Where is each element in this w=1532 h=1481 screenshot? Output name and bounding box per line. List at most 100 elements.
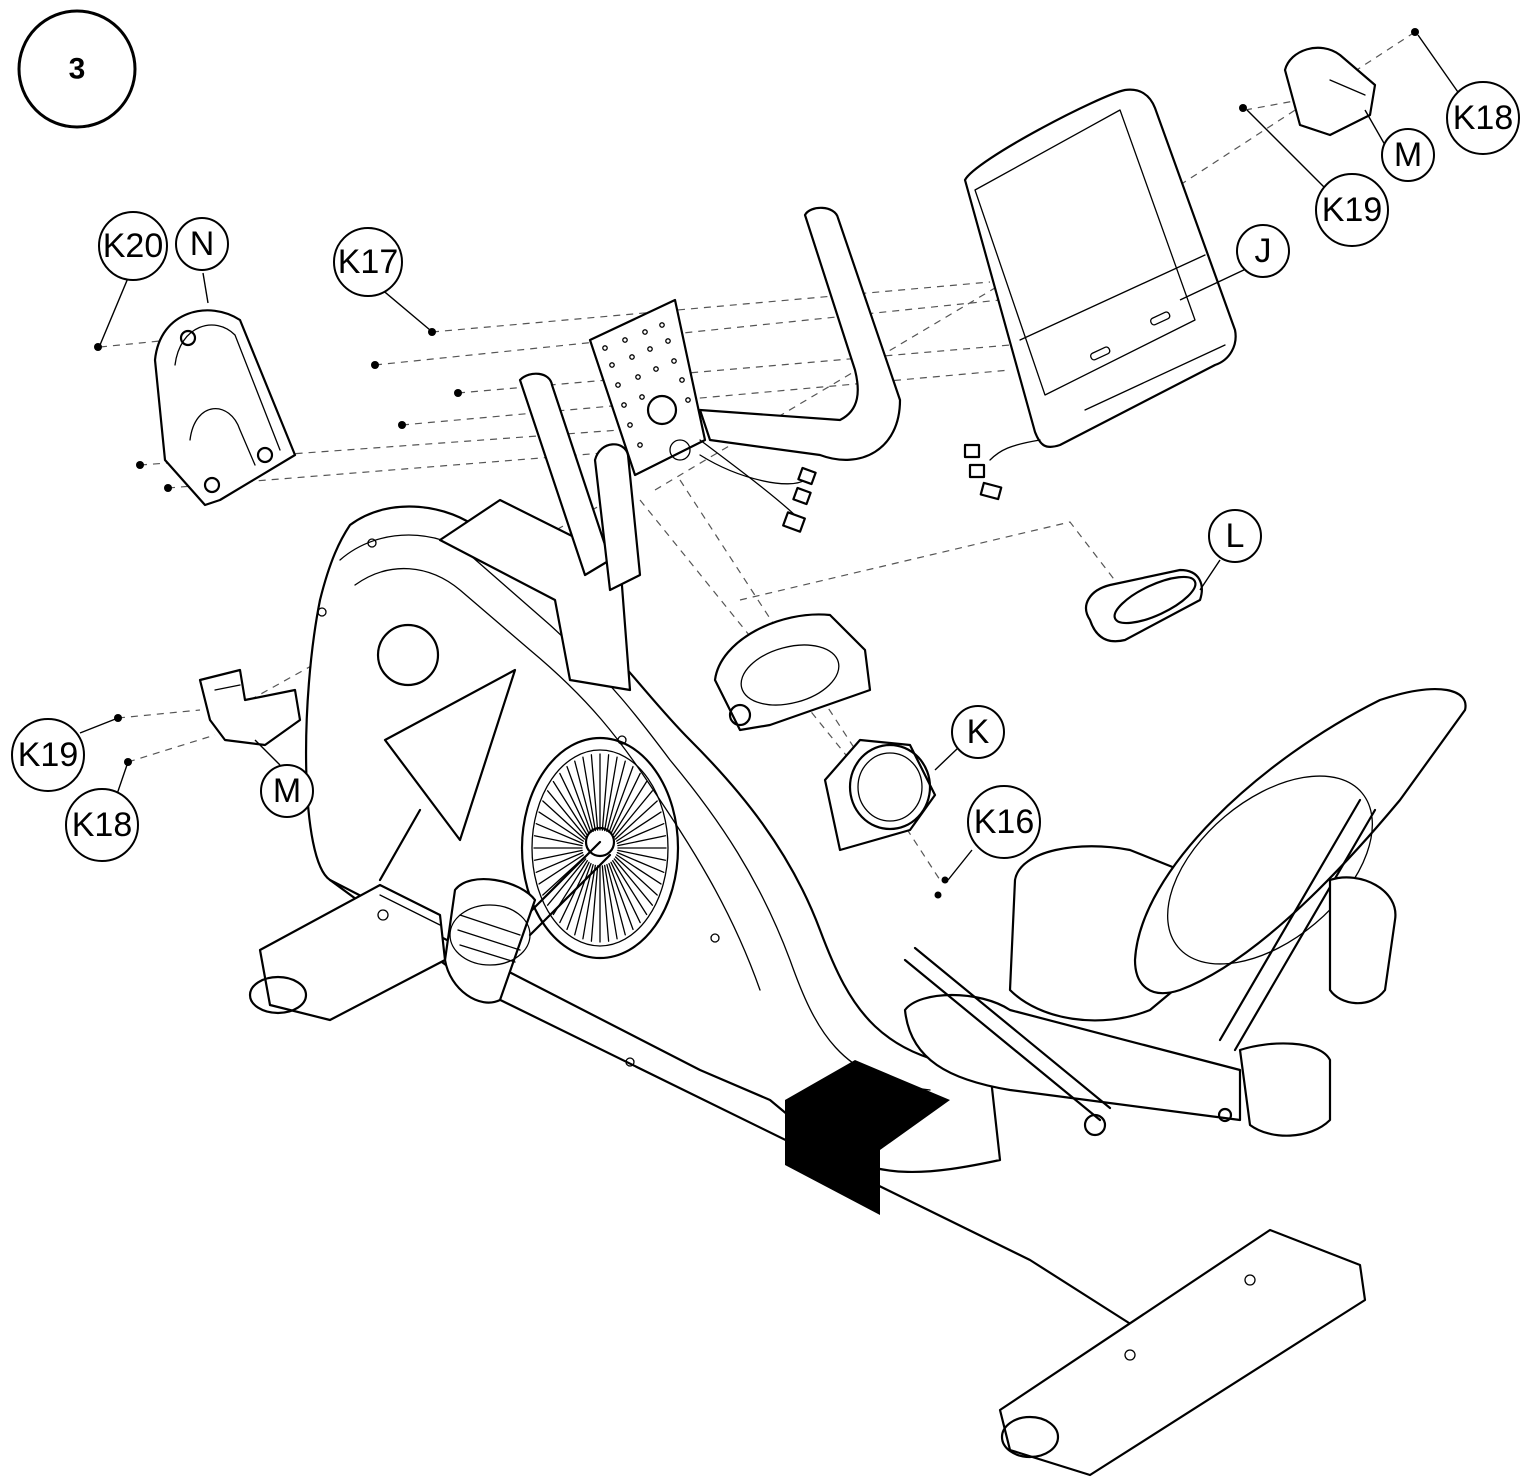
callout-k18-left-label: K18 xyxy=(72,806,133,844)
flywheel-spoke xyxy=(546,790,587,838)
flywheel-spoke xyxy=(566,765,592,834)
flywheel-spoke xyxy=(535,823,584,844)
plate-hole xyxy=(679,377,685,383)
flywheel-spoke xyxy=(582,756,596,832)
flywheel-spoke xyxy=(601,754,610,831)
flywheel-spoke xyxy=(616,823,665,844)
pedal-right xyxy=(713,613,872,732)
flywheel-spoke xyxy=(608,862,634,931)
flywheel-spoke xyxy=(615,811,662,842)
callout-m-left: M xyxy=(260,764,314,818)
callout-m-top: M xyxy=(1381,128,1435,182)
flywheel-spoke xyxy=(582,864,596,940)
flywheel-spoke xyxy=(533,835,583,847)
flywheel-spoke xyxy=(559,861,590,924)
grommet-l xyxy=(1085,568,1203,643)
callout-m-left-label: M xyxy=(273,772,301,810)
shroud-n xyxy=(153,309,297,507)
flywheel-spoke xyxy=(617,835,667,847)
plate-hole xyxy=(642,329,648,335)
flywheel-spoke xyxy=(615,854,662,885)
flywheel-spoke xyxy=(542,800,586,840)
handlebar-post xyxy=(438,206,902,692)
callout-k-label: K xyxy=(967,713,990,751)
callout-k19-left: K19 xyxy=(11,718,85,792)
flywheel-spoke xyxy=(559,772,590,835)
console-j xyxy=(963,88,1237,501)
plate-hole xyxy=(639,394,645,400)
flywheel-spoke xyxy=(613,790,654,838)
fasteners xyxy=(94,28,1419,899)
step-number: 3 xyxy=(69,53,86,86)
flywheel-spoke xyxy=(552,780,588,836)
step-badge: 3 xyxy=(17,9,137,129)
callout-k16: K16 xyxy=(967,785,1041,859)
assembly-guide-lines xyxy=(99,31,1416,881)
callout-n-label: N xyxy=(190,225,215,263)
plate-hole xyxy=(671,358,677,364)
callout-k18-left: K18 xyxy=(65,788,139,862)
flywheel-spoke xyxy=(538,811,585,842)
plate-hole xyxy=(627,422,633,428)
flywheel-spoke xyxy=(604,756,618,832)
plate-hole xyxy=(635,374,641,380)
console-mounting-plate xyxy=(588,298,817,533)
plate-hole xyxy=(629,354,635,360)
flywheel-spoke xyxy=(617,849,667,861)
flywheel-spoke xyxy=(533,849,583,861)
callout-k18-top: K18 xyxy=(1446,81,1520,155)
bearing-cap-k xyxy=(823,738,937,852)
flywheel-spoke xyxy=(614,856,658,896)
flywheel-spoke xyxy=(610,861,641,924)
flywheel-spoke xyxy=(574,760,594,833)
callout-k19-top: K19 xyxy=(1315,173,1389,247)
flywheel-spoke xyxy=(538,854,585,885)
callout-k18-top-label: K18 xyxy=(1453,99,1514,137)
callout-j-label: J xyxy=(1255,232,1272,270)
crank-pedal-left xyxy=(443,840,612,1004)
front-stabilizer xyxy=(248,883,1367,1477)
plate-hole xyxy=(602,345,608,351)
callout-k19-top-label: K19 xyxy=(1322,191,1383,229)
flywheel-spoke xyxy=(613,858,654,906)
plate-hole xyxy=(653,366,659,372)
callout-l: L xyxy=(1208,509,1262,563)
side-cover-m-left xyxy=(198,668,302,747)
callout-leaders xyxy=(79,34,1461,881)
plate-hole xyxy=(637,442,643,448)
flywheel xyxy=(520,736,680,960)
side-cover-m-top xyxy=(1283,46,1377,137)
plate-hole xyxy=(647,346,653,352)
flywheel-spoke xyxy=(590,865,599,942)
callout-k17-label: K17 xyxy=(338,243,399,281)
plate-hole xyxy=(659,322,665,328)
plate-hole xyxy=(609,362,615,368)
flywheel-spoke xyxy=(606,760,626,833)
flywheel-spoke xyxy=(546,858,587,906)
flywheel-spoke xyxy=(608,765,634,834)
callout-n: N xyxy=(175,217,229,271)
flywheel-spoke xyxy=(606,863,626,936)
callout-k: K xyxy=(951,705,1005,759)
plate-hole xyxy=(665,338,671,344)
flywheel-spoke xyxy=(566,862,592,931)
callout-k20-label: K20 xyxy=(103,227,164,265)
callout-j: J xyxy=(1236,224,1290,278)
flywheel-spoke xyxy=(590,754,599,831)
flywheel-spoke xyxy=(612,780,648,836)
flywheel-spoke xyxy=(535,852,584,873)
callout-k19-left-label: K19 xyxy=(18,736,79,774)
callout-k17: K17 xyxy=(333,227,403,297)
seat-assembly xyxy=(903,688,1467,1137)
flywheel-spoke xyxy=(612,860,648,916)
flywheel-spoke xyxy=(614,800,658,840)
callout-m-top-label: M xyxy=(1394,136,1422,174)
plate-hole xyxy=(621,402,627,408)
flywheel-spoke xyxy=(601,865,610,942)
callout-l-label: L xyxy=(1226,517,1245,555)
flywheel-spoke xyxy=(604,864,618,940)
callout-k20: K20 xyxy=(98,211,168,281)
plate-hole xyxy=(685,397,691,403)
flywheel-spoke xyxy=(616,852,665,873)
